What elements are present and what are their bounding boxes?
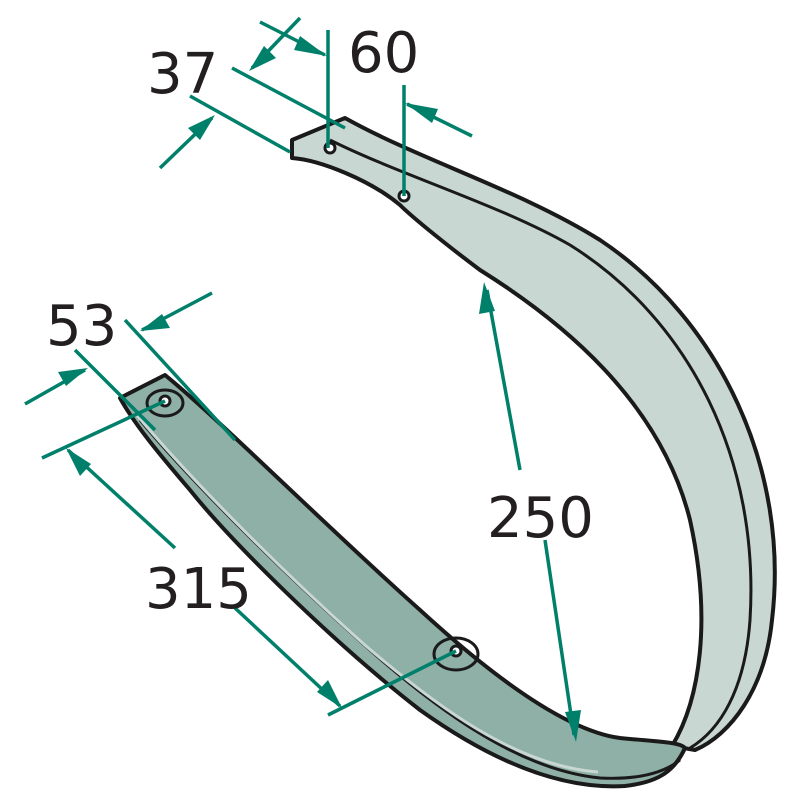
dimension-315 — [41, 399, 457, 717]
label-53: 53 — [46, 294, 117, 359]
label-315: 315 — [145, 557, 252, 622]
dimension-53 — [24, 291, 237, 442]
upper-band-inner-edge — [329, 138, 753, 750]
lower-band-edge-light — [134, 413, 599, 774]
lower-band — [118, 373, 687, 789]
label-60: 60 — [348, 21, 419, 86]
dimension-250 — [479, 282, 581, 742]
label-250: 250 — [487, 486, 594, 551]
dimension-60 — [259, 20, 473, 196]
upper-band — [290, 116, 777, 752]
dimension-37 — [158, 16, 346, 170]
label-37: 37 — [147, 42, 218, 107]
